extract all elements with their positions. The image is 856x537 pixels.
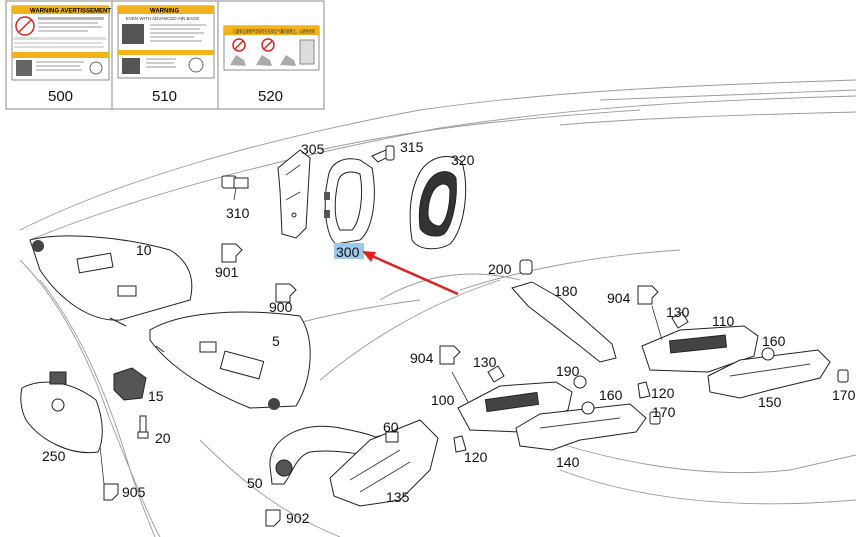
callout-904-left[interactable]: 904 [410,350,434,366]
part-190-plug[interactable] [573,375,587,389]
part-130-clip-right[interactable] [671,311,689,329]
callout-140[interactable]: 140 [556,454,580,470]
callouts: 305 315 320 310 10 901 900 5 200 180 904… [42,139,856,526]
callout-10[interactable]: 10 [136,242,152,258]
part-320-cover[interactable] [409,156,467,250]
callout-310[interactable]: 310 [226,205,250,221]
callout-300: 300 [336,244,360,260]
callout-5[interactable]: 5 [272,333,280,349]
part-300-frame[interactable] [324,158,375,245]
callout-510[interactable]: 510 [152,88,177,105]
callout-905[interactable]: 905 [122,484,146,500]
leader-lines [99,187,663,485]
callout-180[interactable]: 180 [554,283,578,299]
part-310-bolt[interactable] [221,175,249,189]
label-500-heading: WARNING AVERTISSEMENT [30,9,111,15]
callout-60[interactable]: 60 [383,419,399,435]
callout-200[interactable]: 200 [488,261,512,277]
label-panel-500[interactable]: WARNING AVERTISSEMENT [11,5,111,81]
callout-20[interactable]: 20 [155,430,171,446]
part-5-sun-visor[interactable] [149,311,311,410]
callout-190[interactable]: 190 [556,363,580,379]
callout-320[interactable]: 320 [451,152,475,168]
label-510-subheading: EVEN WITH ADVANCED AIR BAGS [126,16,199,21]
part-200-plug[interactable] [519,259,533,275]
part-120-clip-right[interactable] [637,381,651,399]
callout-130-left[interactable]: 130 [473,354,497,370]
label-520-heading: 儿童安全座椅严禁安装在有安全气囊的座椅上，以避免受伤 [233,28,315,35]
part-160-plug-left[interactable] [581,401,595,415]
callout-130-right[interactable]: 130 [666,304,690,320]
callout-120-right[interactable]: 120 [651,385,675,401]
callout-520[interactable]: 520 [258,88,283,105]
part-10-sun-visor[interactable] [29,235,193,327]
callout-315[interactable]: 315 [400,139,424,155]
callout-150[interactable]: 150 [758,394,782,410]
callout-15[interactable]: 15 [148,388,164,404]
label-panel-510[interactable]: WARNING EVEN WITH ADVANCED AIR BAGS [117,5,215,79]
part-170-plug-right[interactable] [837,369,849,383]
part-20-screw[interactable] [137,415,149,439]
part-170-plug-left[interactable] [649,411,661,425]
callout-900[interactable]: 900 [269,299,293,315]
callout-902[interactable]: 902 [286,510,310,526]
callout-160-right[interactable]: 160 [762,333,786,349]
part-120-clip-left[interactable] [453,435,467,453]
callout-160-left[interactable]: 160 [599,387,623,403]
part-315-screw[interactable] [371,145,395,163]
label-icons [103,243,659,527]
part-130-clip-left[interactable] [487,365,505,383]
part-250-rear-view-mirror[interactable] [20,371,103,454]
label-510-heading: WARNING [150,9,179,15]
part-305-bracket[interactable] [277,149,311,239]
callout-170-right[interactable]: 170 [832,387,856,403]
pointer-arrow [362,251,459,296]
callout-100[interactable]: 100 [431,392,455,408]
highlighted-callout-300[interactable]: 300 [334,243,364,260]
part-60-clip[interactable] [385,431,399,443]
label-panels: WARNING AVERTISSEMENT WARNING EVEN WITH … [5,0,325,110]
callout-135[interactable]: 135 [386,489,410,505]
callout-250[interactable]: 250 [42,448,66,464]
part-160-plug-right[interactable] [761,347,775,361]
callout-50[interactable]: 50 [247,475,263,491]
label-panel-520[interactable]: 儿童安全座椅严禁安装在有安全气囊的座椅上，以避免受伤 [223,25,320,71]
callout-110[interactable]: 110 [712,313,735,329]
callout-305[interactable]: 305 [301,141,325,157]
callout-500[interactable]: 500 [48,88,73,105]
callout-120-left[interactable]: 120 [464,449,488,465]
callout-901[interactable]: 901 [215,264,239,280]
part-180-trim[interactable] [511,281,617,363]
part-15-clip[interactable] [113,367,147,401]
callout-904-right[interactable]: 904 [607,290,631,306]
part-110-dome-lamp[interactable] [641,325,759,373]
callout-170-left[interactable]: 170 [652,404,676,420]
part-140-bracket[interactable] [515,403,647,451]
